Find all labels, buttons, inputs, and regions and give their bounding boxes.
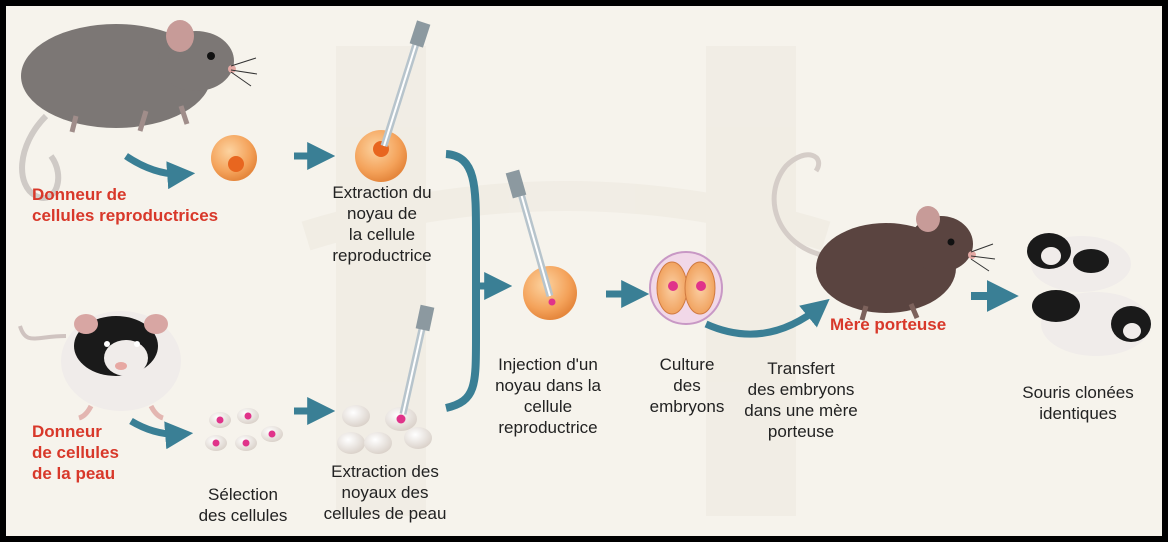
embryo-icon <box>650 252 722 324</box>
label-line: Donneur de <box>32 184 218 205</box>
injection-label: Injection d'un noyau dans la cellule rep… <box>478 354 618 438</box>
label-line: reproductrice <box>478 417 618 438</box>
label-line: Extraction du <box>314 182 450 203</box>
label-line: de la peau <box>32 463 119 484</box>
culture-label: Culture des embryons <box>642 354 732 417</box>
donor-skin-label: Donneur de cellules de la peau <box>32 421 119 484</box>
donor-reproductive-label: Donneur de cellules reproductrices <box>32 184 218 226</box>
label-line: Injection d'un <box>478 354 618 375</box>
label-line: Transfert <box>736 358 866 379</box>
label-line: cellules reproductrices <box>32 205 218 226</box>
mother-label: Mère porteuse <box>830 314 946 335</box>
label-line: Extraction des <box>310 461 460 482</box>
label-line: noyaux des <box>310 482 460 503</box>
arrow-icon <box>126 156 184 174</box>
label-line: des embryons <box>736 379 866 400</box>
label-line: embryons <box>642 396 732 417</box>
skin-cell-icon <box>205 408 283 451</box>
label-line: identiques <box>1008 403 1148 424</box>
label-line: dans une mère <box>736 400 866 421</box>
extraction-reproductive-label: Extraction du noyau de la cellule reprod… <box>314 182 450 266</box>
label-line: Donneur <box>32 421 119 442</box>
egg-cell-icon <box>211 135 257 181</box>
label-line: des <box>642 375 732 396</box>
label-line: porteuse <box>736 421 866 442</box>
label-line: Sélection <box>188 484 298 505</box>
arrow-icon <box>131 421 182 434</box>
label-line: Mère porteuse <box>830 314 946 335</box>
black-white-mouse-icon <box>1027 233 1151 356</box>
label-line: des cellules <box>188 505 298 526</box>
label-line: noyau de <box>314 203 450 224</box>
label-line: Souris clonées <box>1008 382 1148 403</box>
label-line: Culture <box>642 354 732 375</box>
clones-label: Souris clonées identiques <box>1008 382 1148 424</box>
black-white-mouse-icon <box>20 311 181 418</box>
label-line: de cellules <box>32 442 119 463</box>
label-line: noyau dans la <box>478 375 618 396</box>
egg-cell-icon <box>355 130 407 182</box>
label-line: reproductrice <box>314 245 450 266</box>
label-line: cellules de peau <box>310 503 460 524</box>
label-line: cellule <box>478 396 618 417</box>
extraction-skin-label: Extraction des noyaux des cellules de pe… <box>310 461 460 524</box>
cloning-diagram <box>6 6 1162 536</box>
label-line: la cellule <box>314 224 450 245</box>
diagram-frame: Donneur de cellules reproductrices Donne… <box>6 6 1162 536</box>
selection-label: Sélection des cellules <box>188 484 298 526</box>
transfer-label: Transfert des embryons dans une mère por… <box>736 358 866 442</box>
